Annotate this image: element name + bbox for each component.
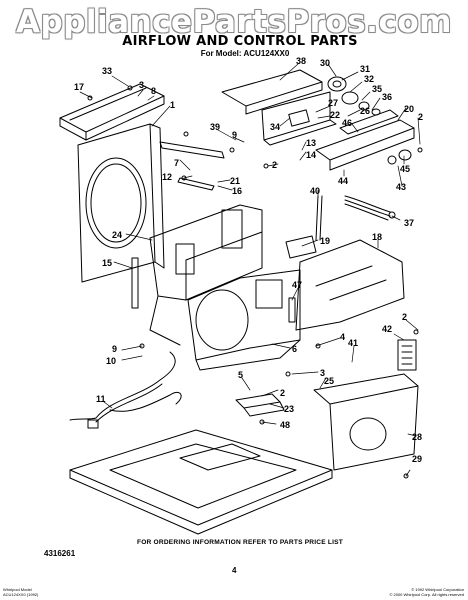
- callout-25: 25: [324, 376, 334, 386]
- callout-37: 37: [404, 218, 414, 228]
- callout-12: 12: [162, 172, 172, 182]
- callout-4: 4: [340, 332, 345, 342]
- footer-left-line: Whirlpool Model: [3, 587, 32, 592]
- callout-13: 13: [306, 138, 316, 148]
- callout-11: 11: [96, 394, 106, 404]
- callout-33: 33: [102, 66, 112, 76]
- base-pan: [69, 429, 333, 535]
- callout-6: 6: [292, 344, 297, 354]
- heater-element: [397, 339, 417, 371]
- bracket-19: [285, 235, 317, 259]
- callout-10: 10: [106, 356, 116, 366]
- callout-27: 27: [328, 98, 338, 108]
- callout-42: 42: [382, 324, 392, 334]
- callout-47: 47: [292, 280, 302, 290]
- callout-28: 28: [412, 432, 422, 442]
- callout-43: 43: [396, 182, 406, 192]
- callout-30: 30: [320, 58, 330, 68]
- callout-39: 39: [210, 122, 220, 132]
- callout-3: 3: [320, 368, 325, 378]
- callout-21: 21: [230, 176, 240, 186]
- callout-26: 26: [360, 106, 370, 116]
- wire-harness-small: [344, 195, 396, 221]
- callout-32: 32: [364, 74, 374, 84]
- callout-3: 3: [139, 80, 144, 90]
- callout-17: 17: [74, 82, 84, 92]
- callout-7: 7: [174, 158, 179, 168]
- callout-38: 38: [296, 56, 306, 66]
- control-housing: [221, 69, 337, 146]
- callout-14: 14: [306, 150, 316, 160]
- leader-lines: [79, 63, 421, 477]
- footer-left-line: ACU124XX0 (1992): [3, 592, 39, 597]
- callout-29: 29: [412, 454, 422, 464]
- callout-24: 24: [112, 230, 122, 240]
- callout-23: 23: [284, 404, 294, 414]
- ordering-info: FOR ORDERING INFORMATION REFER TO PARTS …: [137, 539, 343, 546]
- callout-labels: 17 33 3 8 1 38 30 31 32 35 36 27 22 26 2…: [74, 56, 423, 464]
- footer-right-line: © 2000 Whirlpool Corp. All rights reserv…: [389, 592, 464, 597]
- callout-15: 15: [102, 258, 112, 268]
- callout-19: 19: [320, 236, 330, 246]
- fan-shroud: [77, 123, 165, 283]
- watermark: AppliancePartsPros.com: [16, 4, 452, 40]
- footer-right: © 1992 Whirlpool Corporation © 2000 Whir…: [324, 587, 464, 597]
- callout-9: 9: [112, 344, 117, 354]
- part-47: [288, 297, 296, 323]
- evaporator-pan: [187, 269, 301, 371]
- switch-bar: [315, 109, 415, 171]
- callout-44: 44: [338, 176, 348, 186]
- callout-40: 40: [310, 186, 320, 196]
- callout-2: 2: [418, 112, 423, 122]
- callout-48: 48: [280, 420, 290, 430]
- callout-45: 45: [400, 164, 410, 174]
- callout-2: 2: [272, 160, 277, 170]
- mounting-bracket: [159, 141, 225, 191]
- callout-18: 18: [372, 232, 382, 242]
- callout-2: 2: [402, 312, 407, 322]
- footer-left: Whirlpool Model ACU124XX0 (1992): [3, 587, 93, 597]
- page-number: 4: [232, 566, 237, 575]
- callout-31: 31: [360, 64, 370, 74]
- callout-36: 36: [382, 92, 392, 102]
- callout-41: 41: [348, 338, 358, 348]
- callout-8: 8: [151, 86, 156, 96]
- callout-22: 22: [330, 110, 340, 120]
- air-deflector: [295, 239, 405, 331]
- filter-bracket: [235, 393, 285, 417]
- blower-scroll: [149, 204, 263, 346]
- part-list-code: 4316261: [44, 549, 76, 558]
- callout-34: 34: [270, 122, 280, 132]
- callout-5: 5: [238, 370, 243, 380]
- callout-9: 9: [232, 130, 237, 140]
- seal-strip: [131, 257, 139, 309]
- callout-16: 16: [232, 186, 242, 196]
- callout-2: 2: [280, 388, 285, 398]
- thermostat-probe: [315, 195, 323, 241]
- page-title: AIRFLOW AND CONTROL PARTS: [122, 34, 358, 49]
- callout-35: 35: [372, 84, 382, 94]
- callout-46: 46: [342, 118, 352, 128]
- callout-1: 1: [170, 100, 175, 110]
- wire-harness: [69, 351, 182, 429]
- callout-20: 20: [404, 104, 414, 114]
- front-grille: [313, 373, 419, 471]
- model-line: For Model: ACU124XX0: [200, 49, 290, 58]
- footer-right-line: © 1992 Whirlpool Corporation: [411, 587, 464, 592]
- top-cover-bracket: [59, 83, 165, 141]
- fasteners: [87, 85, 423, 479]
